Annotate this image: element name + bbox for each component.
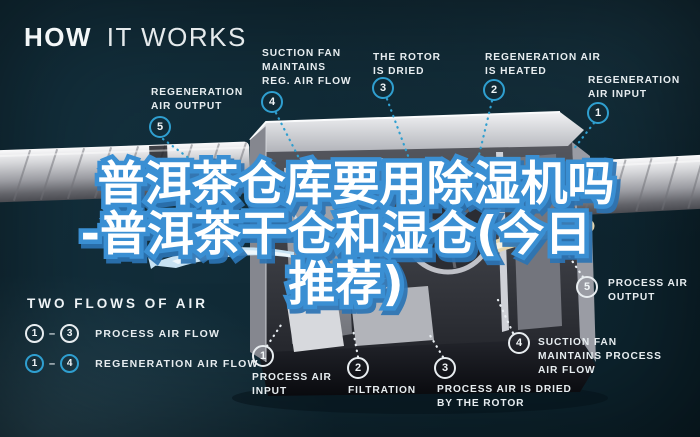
callout-process-air-dried: PROCESS AIR IS DRIED BY THE ROTOR <box>437 384 572 409</box>
step-badge-process-2: 2 <box>347 357 369 379</box>
airflow-arrow <box>148 247 294 269</box>
legend-label-regeneration: REGENERATION AIR FLOW <box>95 357 259 370</box>
callout-suction-fan-process: SUCTION FAN MAINTAINS PROCESS AIR FLOW <box>538 337 662 376</box>
callout-regen-air-input: REGENERATION AIR INPUT <box>588 75 681 100</box>
callout-process-air-input: PROCESS AIR INPUT <box>252 372 332 397</box>
leader-lines-regeneration <box>161 97 596 182</box>
step-badge-regen-4: 4 <box>261 91 283 113</box>
leader-lines-process <box>265 241 585 359</box>
legend-dash: – <box>49 327 56 340</box>
page-title: HOW IT WORKS <box>24 22 247 53</box>
title-bold: HOW <box>24 22 93 52</box>
callout-suction-fan-reg: SUCTION FAN MAINTAINS REG. AIR FLOW <box>262 48 352 87</box>
step-badge-regen-2: 2 <box>483 79 505 101</box>
legend-dash: – <box>49 357 56 370</box>
machine-illustration <box>232 111 608 414</box>
step-badge-process-5: 5 <box>576 276 598 298</box>
watermark-text-line-1: 普洱茶仓库要用除湿机吗 <box>98 157 615 212</box>
title-light: IT WORKS <box>106 22 247 52</box>
duct-left <box>0 141 251 203</box>
legend-label-process: PROCESS AIR FLOW <box>95 327 221 340</box>
watermark-shadow-line-3: 推荐) <box>291 261 406 316</box>
legend-title: TWO FLOWS OF AIR <box>27 296 208 311</box>
callout-regen-air-heated: REGENERATION AIR IS HEATED <box>485 52 601 77</box>
watermark-shadow-line-1: 普洱茶仓库要用除湿机吗 <box>101 161 618 216</box>
watermark-text-line-3: 推荐) <box>288 257 403 312</box>
watermark-text-line-2: -普洱茶干仓和湿仓(今日 <box>81 207 592 262</box>
step-badge-process-3: 3 <box>434 357 456 379</box>
legend-circle-end: 4 <box>60 354 80 373</box>
legend-circle-end: 3 <box>60 324 80 343</box>
step-badge-process-4: 4 <box>508 332 530 354</box>
legend-row-regeneration: 1 – 4 REGENERATION AIR FLOW <box>25 354 259 373</box>
callout-regeneration-air-output: REGENERATION AIR OUTPUT <box>151 87 244 112</box>
callout-rotor-is-dried: THE ROTOR IS DRIED <box>373 52 441 77</box>
step-badge-regen-1: 1 <box>587 102 609 124</box>
callout-process-air-output: PROCESS AIR OUTPUT <box>608 278 688 303</box>
legend-circle-start: 1 <box>25 354 44 373</box>
step-badge-process-1: 1 <box>252 345 274 367</box>
duct-right <box>574 154 700 216</box>
watermark-shadow-line-2: -普洱茶干仓和湿仓(今日 <box>84 211 595 266</box>
legend-circle-start: 1 <box>25 324 44 343</box>
step-badge-regen-5: 5 <box>149 116 171 138</box>
step-badge-regen-3: 3 <box>372 77 394 99</box>
callout-filtration: FILTRATION <box>348 385 417 396</box>
legend-row-process: 1 – 3 PROCESS AIR FLOW <box>25 324 220 343</box>
